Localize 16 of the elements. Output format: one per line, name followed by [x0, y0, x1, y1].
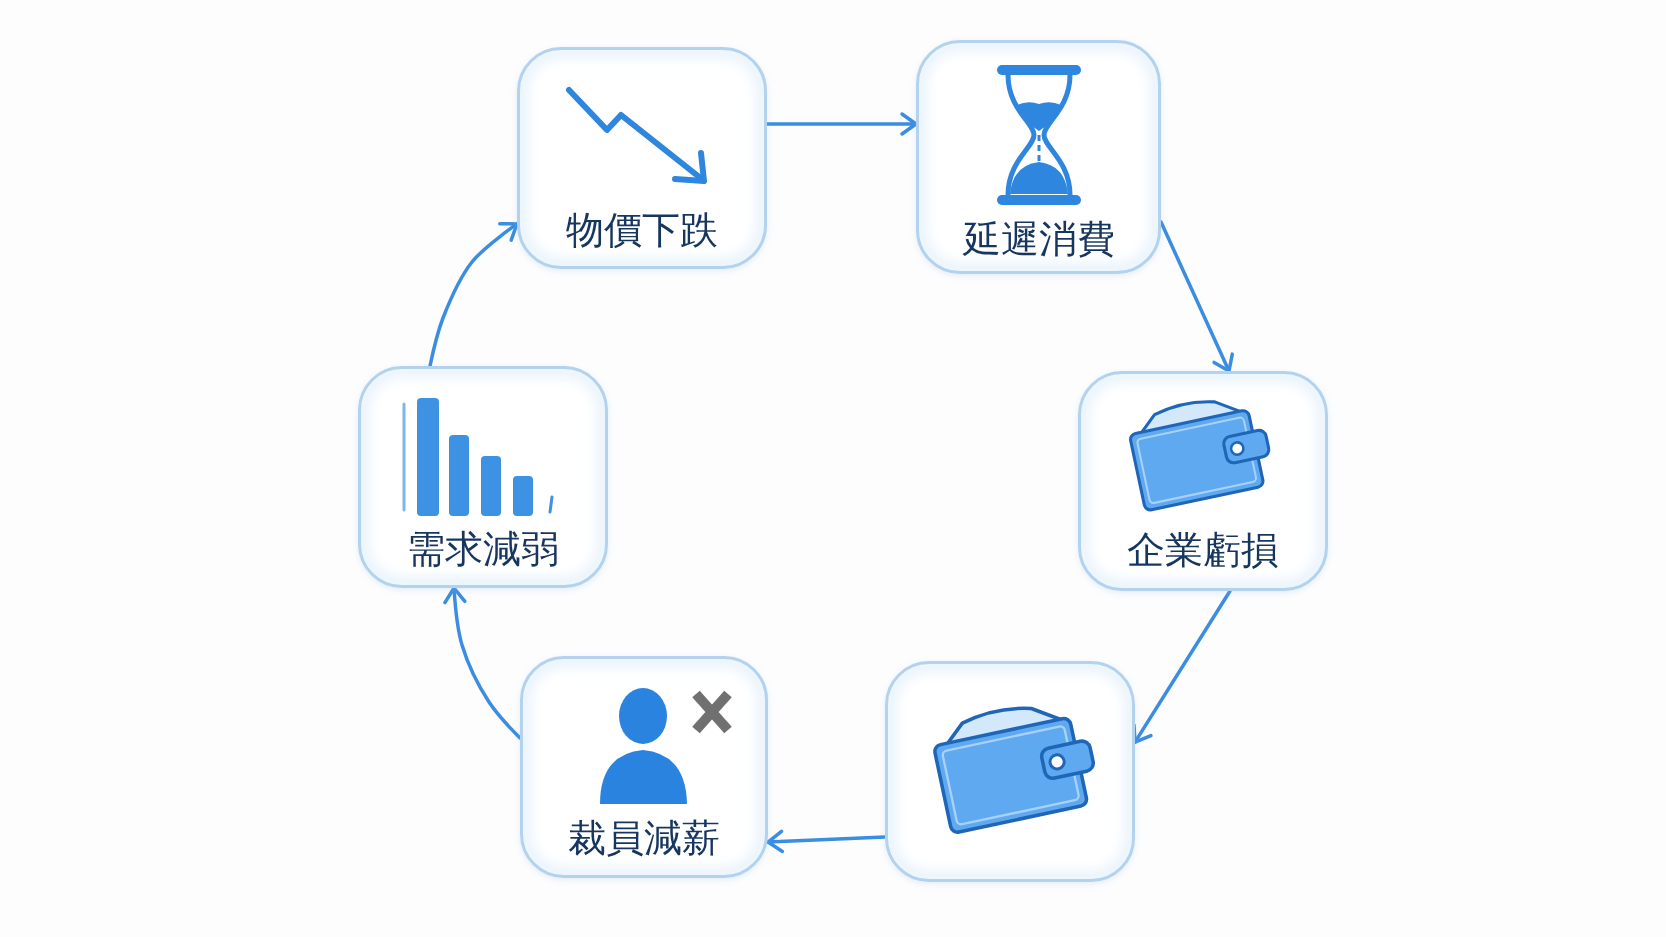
- arrow: [428, 222, 519, 368]
- step-label: 需求減弱: [407, 526, 559, 572]
- step-card: [885, 661, 1135, 882]
- arrow: [765, 112, 918, 136]
- step-card: [517, 47, 767, 269]
- step-card: [916, 40, 1161, 274]
- step-label: 物價下跌: [566, 207, 718, 253]
- step-label: 裁員減薪: [568, 815, 720, 861]
- step-label: 企業虧損: [1127, 527, 1279, 573]
- step-card: [358, 366, 608, 588]
- step-card: [520, 656, 768, 878]
- step-label: 延遲消費: [962, 216, 1115, 262]
- arrow: [1159, 220, 1235, 373]
- arrow: [443, 586, 522, 740]
- step-card: [1078, 371, 1328, 591]
- arrow: [766, 829, 887, 854]
